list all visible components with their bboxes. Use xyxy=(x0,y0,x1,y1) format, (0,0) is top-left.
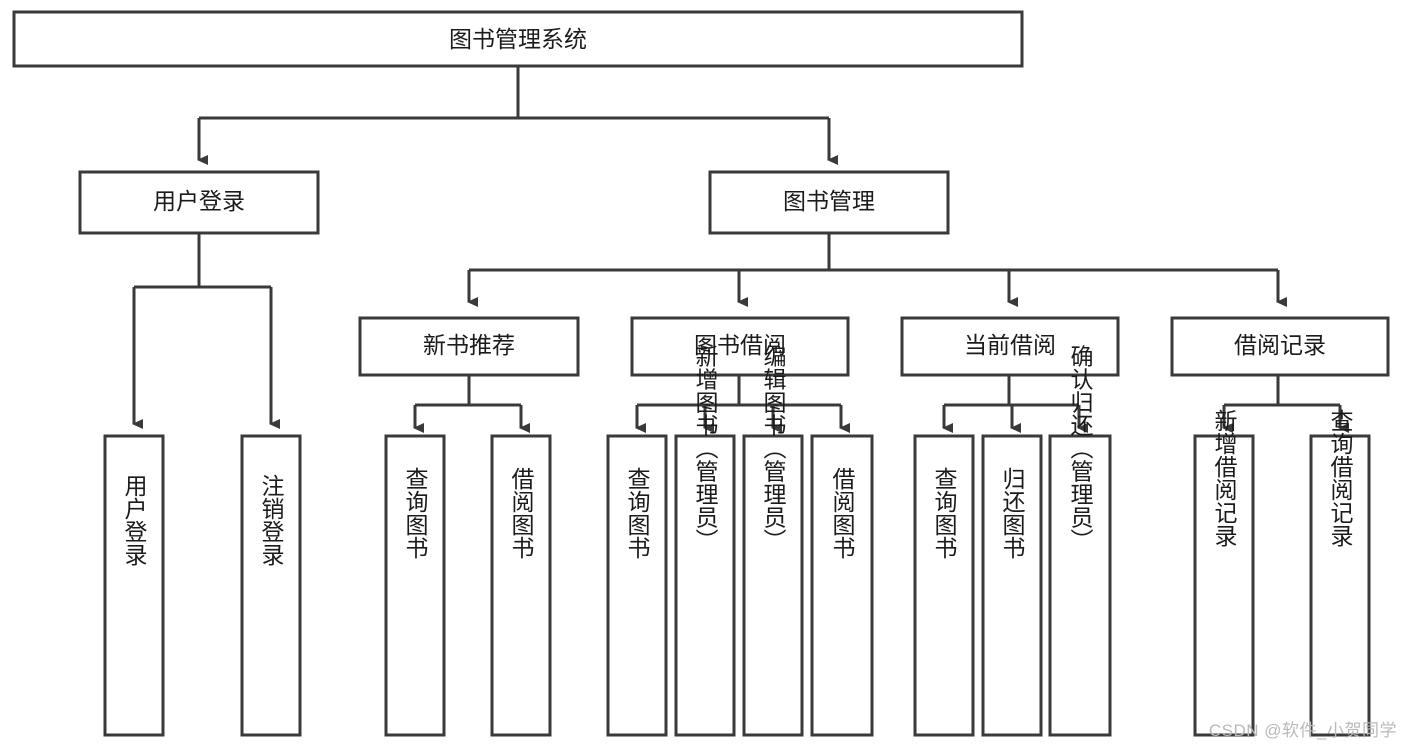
leaf-new-book-2-label: 借阅图书 xyxy=(508,467,535,559)
leaf-current-borrow-3-box xyxy=(1048,434,1112,737)
leaf-book-borrow-2-box xyxy=(674,434,736,737)
leaf-book-borrow-4-box xyxy=(810,434,874,737)
node-root-box xyxy=(12,10,1024,68)
node-current-borrow-label: 当前借阅 xyxy=(964,332,1056,358)
connector-group-new-book xyxy=(413,375,530,433)
node-user-login[interactable]: 用户登录 xyxy=(78,170,320,235)
node-book-management-label: 图书管理 xyxy=(783,188,875,214)
node-book-management-box xyxy=(708,170,950,235)
leaf-book-borrow-1[interactable]: 查询图书 xyxy=(606,434,668,737)
node-new-book-recommend-label: 新书推荐 xyxy=(423,332,515,358)
node-user-login-label: 用户登录 xyxy=(153,188,245,214)
connector-group-borrow-record xyxy=(1222,375,1349,433)
node-book-borrow-label: 图书借阅 xyxy=(694,332,786,358)
node-current-borrow-box xyxy=(900,316,1120,377)
connector-group-book-mgmt xyxy=(467,233,1287,307)
leaf-book-borrow-1-label: 查询图书 xyxy=(624,467,651,559)
node-book-management[interactable]: 图书管理 xyxy=(708,170,950,235)
node-borrow-record-box xyxy=(1170,316,1390,377)
leaf-current-borrow-1-label: 查询图书 xyxy=(931,467,958,559)
connector-group-user-login xyxy=(132,233,280,429)
leaf-borrow-record-1-label: 新增借阅记录 xyxy=(1211,409,1238,547)
leaf-current-borrow-3-label: 确认归还（管理员） xyxy=(1067,345,1094,552)
leaf-book-borrow-4-label: 借阅图书 xyxy=(829,467,856,559)
leaf-new-book-1[interactable]: 查询图书 xyxy=(384,434,446,737)
leaf-current-borrow-2-box xyxy=(981,434,1043,737)
leaf-borrow-record-2-label: 查询借阅记录 xyxy=(1327,409,1354,547)
connector-group-root xyxy=(197,66,838,165)
leaf-book-borrow-3-label: 编辑图书（管理员） xyxy=(760,345,787,552)
leaf-current-borrow-2-label: 归还图书 xyxy=(999,467,1026,559)
leaf-book-borrow-2[interactable]: 新增图书（管理员） xyxy=(674,345,736,737)
connector-group-current-borrow xyxy=(942,375,1088,433)
leaf-book-borrow-4[interactable]: 借阅图书 xyxy=(810,434,874,737)
leaf-user-login-2[interactable]: 注销登录 xyxy=(240,434,302,737)
leaf-current-borrow-3[interactable]: 确认归还（管理员） xyxy=(1048,345,1112,737)
csdn-watermark: CSDN @软件_小贺同学 xyxy=(1208,721,1397,740)
leaf-book-borrow-1-box xyxy=(606,434,668,737)
node-root-book-management-system[interactable]: 图书管理系统 xyxy=(12,10,1024,68)
leaf-new-book-2[interactable]: 借阅图书 xyxy=(490,434,552,737)
node-current-borrow[interactable]: 当前借阅 xyxy=(900,316,1120,377)
leaf-user-login-1-box xyxy=(103,434,165,737)
leaf-current-borrow-1[interactable]: 查询图书 xyxy=(913,434,975,737)
node-borrow-record-label: 借阅记录 xyxy=(1234,332,1326,358)
node-new-book-recommend[interactable]: 新书推荐 xyxy=(358,316,580,377)
leaf-borrow-record-2-box xyxy=(1309,434,1371,737)
leaf-new-book-1-box xyxy=(384,434,446,737)
node-borrow-record[interactable]: 借阅记录 xyxy=(1170,316,1390,377)
leaf-current-borrow-2[interactable]: 归还图书 xyxy=(981,434,1043,737)
leaf-borrow-record-1-box xyxy=(1193,434,1255,737)
leaf-new-book-2-box xyxy=(490,434,552,737)
node-book-borrow-box xyxy=(630,316,850,377)
leaf-user-login-2-box xyxy=(240,434,302,737)
leaf-book-borrow-2-label: 新增图书（管理员） xyxy=(692,345,719,552)
node-book-borrow[interactable]: 图书借阅 xyxy=(630,316,850,377)
leaf-new-book-1-label: 查询图书 xyxy=(402,467,429,559)
node-new-book-recommend-box xyxy=(358,316,580,377)
leaf-current-borrow-1-box xyxy=(913,434,975,737)
leaf-borrow-record-2[interactable]: 查询借阅记录 xyxy=(1309,409,1371,737)
leaf-book-borrow-3-box xyxy=(742,434,804,737)
node-user-login-box xyxy=(78,170,320,235)
leaf-user-login-2-label: 注销登录 xyxy=(258,474,285,566)
leaf-book-borrow-3[interactable]: 编辑图书（管理员） xyxy=(742,345,804,737)
leaf-user-login-1-label: 用户登录 xyxy=(121,474,148,566)
leaf-borrow-record-1[interactable]: 新增借阅记录 xyxy=(1193,409,1255,737)
leaf-user-login-1[interactable]: 用户登录 xyxy=(103,434,165,737)
node-root-label: 图书管理系统 xyxy=(449,26,587,52)
connector-group-book-borrow xyxy=(635,375,850,433)
